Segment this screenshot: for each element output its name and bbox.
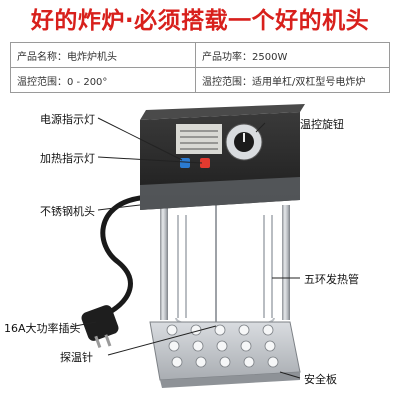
spec-temp-range: 温控范围：0 - 200° (10, 67, 196, 93)
spec-table: 产品名称：电炸炉机头 产品功率：2500W 温控范围：0 - 200° 温控范围… (10, 42, 390, 93)
plug (81, 305, 119, 349)
safety-plate-holes (166, 324, 279, 368)
callout-steel-head: 不锈钢机头 (40, 205, 95, 218)
heating-tube (175, 215, 275, 328)
callout-heat-light: 加热指示灯 (40, 152, 95, 165)
callout-lines (69, 117, 301, 379)
callout-tube: 五环发热管 (304, 273, 359, 286)
callout-plate: 安全板 (304, 373, 337, 386)
heating-indicator-light (200, 158, 210, 168)
callout-plug: 16A大功率插头 (4, 322, 81, 335)
callout-knob: 温控旋钮 (300, 118, 344, 131)
support-rod-left (160, 205, 168, 320)
power-cord (100, 195, 143, 315)
headline: 好的炸炉·必须搭载一个好的机头 (30, 8, 370, 34)
safety-plate (149, 321, 301, 388)
callout-power-light: 电源指示灯 (40, 113, 95, 126)
power-indicator-light (180, 158, 190, 168)
support-rod-right (282, 205, 290, 320)
spec-row: 温控范围：0 - 200° 温控范围：适用单杠/双杠型号电炸炉 (10, 67, 390, 93)
callout-probe: 探温针 (60, 351, 93, 364)
spec-models: 温控范围：适用单杠/双杠型号电炸炉 (195, 67, 390, 93)
control-head (140, 104, 305, 210)
